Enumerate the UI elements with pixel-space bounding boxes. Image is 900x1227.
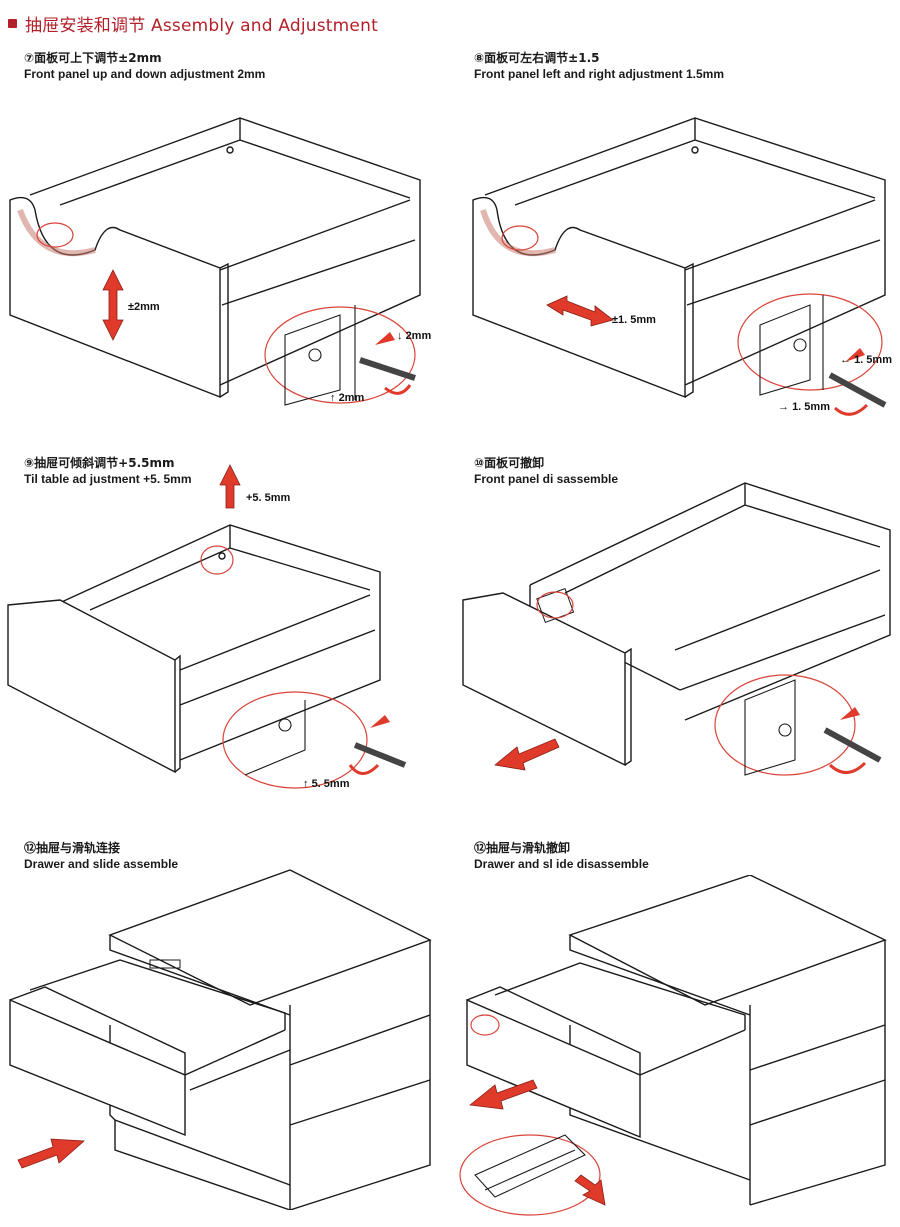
step-7-label-b-text: 2mm	[338, 392, 365, 404]
step-10-caption: ⑩面板可撤卸 Front panel di sassemble	[474, 455, 618, 487]
pull-out-arrow-icon	[494, 738, 560, 771]
step-8-figure	[455, 100, 895, 430]
step-9-title-cn: ⑨抽屉可倾斜调节+5.5mm	[24, 456, 175, 470]
step-8-drawing	[472, 117, 887, 416]
step-7-label-a-text: 2mm	[405, 330, 432, 342]
step-9-label-a: ↑ 5. 5mm	[303, 778, 350, 790]
step-7-label-a: ↓ 2mm	[397, 330, 432, 342]
step-7-title-cn: ⑦面板可上下调节±2mm	[24, 51, 162, 65]
page-header: 抽屉安装和调节 Assembly and Adjustment	[8, 8, 378, 38]
pull-out-arrow-icon	[469, 1079, 538, 1110]
push-in-arrow-icon	[17, 1138, 85, 1169]
step-12b-title-cn: ⑫抽屉与滑轨撤卸	[474, 841, 571, 855]
step-12b-figure	[455, 875, 895, 1220]
step-9-drawing	[7, 464, 407, 789]
header-bullet-icon	[8, 18, 17, 28]
page-title: 抽屉安装和调节 Assembly and Adjustment	[25, 15, 378, 36]
step-12a-drawing	[9, 869, 432, 1210]
step-8-label-a: ← 1. 5mm	[840, 354, 892, 366]
step-8-main-label: ±1. 5mm	[612, 314, 656, 326]
step-8-label-a-text: 1. 5mm	[854, 354, 892, 366]
step-8-title-cn: ⑧面板可左右调节±1.5	[474, 51, 600, 65]
step-12a-figure	[0, 865, 440, 1210]
step-10-title-en: Front panel di sassemble	[474, 472, 619, 486]
step-8-label-b: → 1. 5mm	[778, 401, 830, 413]
step-7-title-en: Front panel up and down adjustment 2mm	[24, 67, 266, 81]
step-8-title-en: Front panel left and right adjustment 1.…	[474, 67, 725, 81]
step-9-title-en: Til table ad justment +5. 5mm	[24, 472, 192, 486]
step-12a-caption: ⑫抽屉与滑轨连接 Drawer and slide assemble	[24, 840, 178, 872]
step-7-label-b: ↑ 2mm	[330, 392, 365, 404]
step-9-figure	[0, 460, 440, 800]
up-down-arrow-icon	[102, 269, 124, 341]
step-10-title-cn: ⑩面板可撤卸	[474, 456, 545, 470]
step-9-label-a-text: 5. 5mm	[311, 778, 350, 790]
step-10-figure	[455, 475, 895, 805]
step-9-main-label: +5. 5mm	[246, 492, 291, 504]
step-12a-title-en: Drawer and slide assemble	[24, 857, 179, 871]
step-7-figure	[0, 100, 440, 430]
step-7-caption: ⑦面板可上下调节±2mm Front panel up and down adj…	[24, 50, 265, 82]
step-9-caption: ⑨抽屉可倾斜调节+5.5mm Til table ad justment +5.…	[24, 455, 192, 487]
step-8-label-b-text: 1. 5mm	[792, 401, 830, 413]
step-12b-caption: ⑫抽屉与滑轨撤卸 Drawer and sl ide disassemble	[474, 840, 649, 872]
left-right-arrow-icon	[546, 295, 614, 327]
up-arrow-icon	[219, 464, 241, 509]
step-7-main-label: ±2mm	[128, 301, 160, 313]
step-10-drawing	[462, 482, 891, 776]
step-8-caption: ⑧面板可左右调节±1.5 Front panel left and right …	[474, 50, 724, 82]
step-12a-title-cn: ⑫抽屉与滑轨连接	[24, 841, 121, 855]
step-12b-title-en: Drawer and sl ide disassemble	[474, 857, 649, 871]
step-7-drawing	[9, 117, 421, 406]
push-arrow-icon	[574, 1174, 606, 1206]
step-12b-drawing	[459, 875, 887, 1216]
